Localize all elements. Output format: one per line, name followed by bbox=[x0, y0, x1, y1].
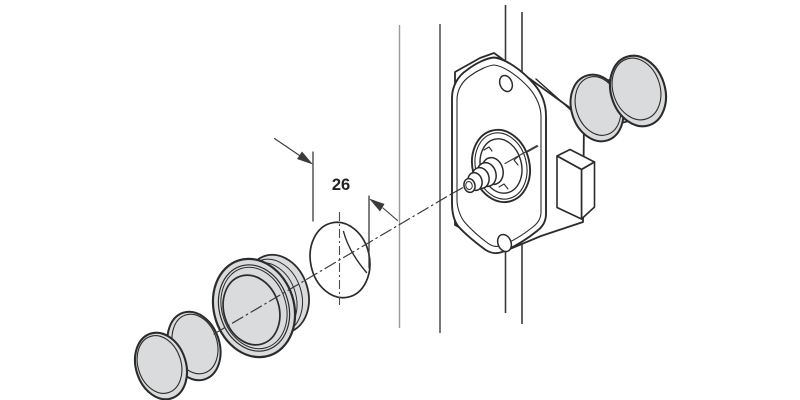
screw-hole-top bbox=[498, 74, 514, 93]
drill-hole bbox=[309, 212, 371, 305]
latch-bolt-front-face bbox=[556, 155, 583, 220]
dimension-leader-right bbox=[382, 207, 399, 222]
rosette-ring-line-2 bbox=[220, 266, 288, 350]
rear-knob-cap-disc bbox=[608, 54, 668, 128]
rosette bbox=[211, 253, 310, 359]
latch-bolt-side-face bbox=[580, 161, 596, 220]
cam-notch-right bbox=[513, 155, 520, 166]
cam-notch-upper bbox=[483, 146, 493, 152]
assembly-centerline bbox=[213, 193, 453, 335]
front-knob-cap-rim-line bbox=[136, 335, 183, 394]
rotor-axis-line bbox=[504, 144, 538, 165]
rear-knob-cap-rim-line bbox=[611, 57, 662, 121]
lock-rotor bbox=[463, 128, 538, 204]
screw-hole-bottom bbox=[496, 233, 513, 253]
front-knob bbox=[133, 310, 222, 400]
dimension-arrow-right bbox=[369, 198, 385, 212]
drill-diameter-label: 26 bbox=[332, 176, 350, 194]
cam-notch-lower bbox=[498, 183, 509, 190]
spindle-tip-bore bbox=[465, 181, 473, 190]
dimension-26: 26 bbox=[273, 137, 399, 269]
front-knob-cap-disc bbox=[133, 331, 189, 400]
rosette-ring-line-1 bbox=[217, 264, 291, 352]
rear-knob bbox=[569, 54, 668, 143]
rosette-recess bbox=[222, 274, 281, 346]
lock-faceplate-inner-line bbox=[456, 64, 542, 248]
dimension-leader-left bbox=[273, 137, 302, 158]
dimension-arrow-left bbox=[297, 151, 313, 165]
